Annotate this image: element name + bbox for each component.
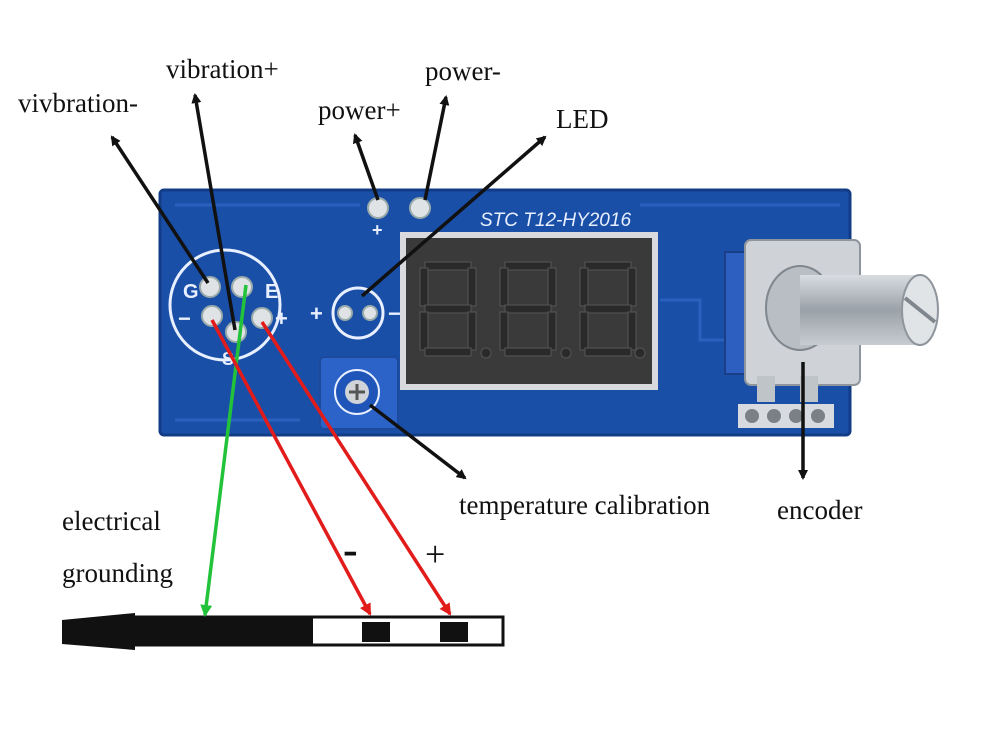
power-pads: + — [367, 197, 431, 240]
digit-2 — [499, 261, 572, 359]
arrow-vibration-minus — [110, 135, 210, 284]
arrow-minus-to-ring — [210, 319, 372, 616]
svg-text:+: + — [310, 301, 323, 326]
arrow-led — [360, 135, 547, 298]
led-footprint: + − — [310, 286, 401, 340]
label-vibration-minus: vivbration- — [18, 88, 138, 118]
label-tip-plus: + — [425, 534, 446, 574]
digit-3 — [579, 261, 646, 359]
soldering-tip — [62, 613, 505, 650]
label-grounding: grounding — [62, 558, 173, 588]
seven-segment-display — [400, 232, 658, 390]
label-tip-minus: - — [343, 525, 358, 574]
pin-e-pad — [231, 276, 253, 298]
pin-minus-pad — [201, 305, 223, 327]
label-electrical: electrical — [62, 506, 161, 536]
digit-1 — [419, 261, 492, 359]
svg-text:+: + — [372, 220, 383, 240]
label-power-plus: power+ — [318, 95, 401, 125]
label-temperature-calibration: temperature calibration — [459, 490, 711, 520]
tip-shaft-ground — [135, 617, 313, 645]
callout-arrows — [110, 93, 808, 480]
calibration-potentiometer — [319, 356, 399, 430]
label-vibration-plus: vibration+ — [166, 54, 279, 84]
pin-plus-pad — [251, 307, 273, 329]
tip-ring-minus — [362, 622, 390, 642]
arrow-temperature-calibration — [368, 403, 467, 480]
tip-ring-plus — [440, 622, 468, 642]
board-model-text: STC T12-HY2016 — [480, 210, 631, 231]
arrow-vibration-plus — [191, 93, 237, 331]
label-power-minus: power- — [425, 56, 501, 86]
arrow-power-plus — [352, 133, 380, 201]
arrow-ground-to-shaft — [200, 284, 248, 617]
label-encoder: encoder — [777, 495, 863, 525]
pin-minus-label: − — [178, 306, 191, 331]
pin-e-label: E — [265, 281, 278, 303]
arrow-plus-to-ring — [260, 321, 452, 616]
pin-plus-label: + — [275, 306, 288, 331]
svg-text:−: − — [388, 301, 401, 326]
pin-s-pad — [225, 321, 247, 343]
pin-g-pad — [199, 276, 221, 298]
pin-g-label: G — [183, 281, 199, 303]
wiring-arrows — [200, 284, 452, 617]
label-led: LED — [556, 104, 609, 134]
arrow-power-minus — [423, 95, 450, 201]
